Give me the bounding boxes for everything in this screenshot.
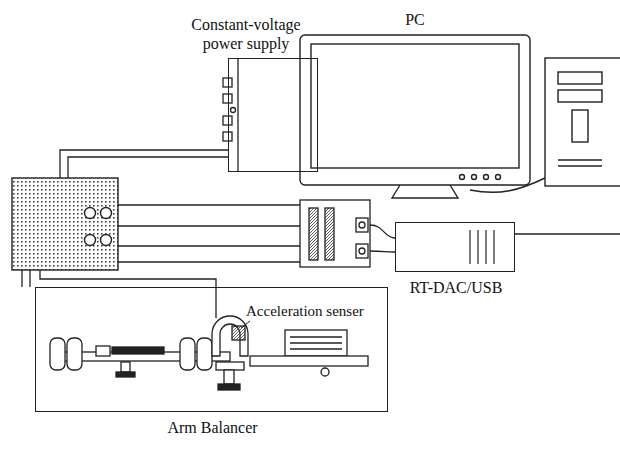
power-supply-detail xyxy=(223,58,238,172)
arm-balancer-mechanism xyxy=(116,372,135,377)
power-supply-box: Constant-voltage power supply xyxy=(228,58,318,172)
terminal-connector xyxy=(300,200,370,267)
pc-tower xyxy=(558,159,602,160)
monitor-drawing xyxy=(470,178,545,192)
leader-line xyxy=(241,321,250,328)
arm-balancer-mechanism xyxy=(285,330,347,356)
terminal-connector xyxy=(370,225,395,238)
daq-detail xyxy=(493,230,494,264)
pc-tower xyxy=(572,110,588,142)
driver-box xyxy=(12,178,118,270)
daq-detail xyxy=(485,230,486,264)
power-supply-detail xyxy=(237,58,238,172)
leader-line xyxy=(241,321,250,328)
pc-tower xyxy=(558,165,602,166)
daq-detail xyxy=(469,230,470,264)
sensor-wire xyxy=(22,270,216,318)
arm-balancer-mechanism xyxy=(290,342,342,343)
monitor-drawing xyxy=(300,35,545,198)
terminal-connector xyxy=(300,200,395,267)
daq-detail xyxy=(515,233,620,234)
monitor-drawing xyxy=(472,175,477,180)
signal-cable xyxy=(118,225,300,226)
pc-tower xyxy=(545,58,620,186)
sensor-wire xyxy=(29,270,30,287)
arm-balancer-mechanism xyxy=(224,370,234,384)
driver-box xyxy=(12,178,118,270)
monitor-drawing xyxy=(484,175,489,180)
monitor-drawing xyxy=(311,44,519,168)
arm-balancer-mechanism xyxy=(290,348,342,349)
part-label: Acceleration senser xyxy=(246,302,364,320)
signal-cable xyxy=(118,204,300,205)
power-supply-detail xyxy=(231,108,236,113)
arm-balancer-mechanism xyxy=(232,326,245,340)
driver-box xyxy=(101,208,112,219)
terminal-connector xyxy=(370,251,395,252)
monitor-drawing xyxy=(300,35,530,185)
signal-cable xyxy=(118,205,300,262)
node-label: PC xyxy=(385,10,445,29)
arm-balancer-mechanism xyxy=(50,338,65,370)
arm-balancer-mechanism xyxy=(67,338,82,370)
pc-tower xyxy=(558,90,602,102)
arm-balancer-mechanism xyxy=(250,356,368,366)
terminal-connector xyxy=(359,222,365,228)
monitor-drawing xyxy=(392,185,458,198)
arm-balancer-mechanism xyxy=(321,368,329,376)
daq-detail xyxy=(470,230,620,264)
sensor-wire xyxy=(21,270,22,287)
node-label: RT-DAC/USB xyxy=(386,278,526,297)
arm-balancer-mechanism xyxy=(218,384,240,390)
power-wire xyxy=(60,150,228,178)
arm-balancer-mechanism xyxy=(121,362,130,372)
pc-tower xyxy=(558,72,602,84)
power-wire xyxy=(60,150,228,178)
monitor-drawing xyxy=(496,175,501,180)
pc-tower xyxy=(545,58,620,186)
signal-cable xyxy=(118,245,300,246)
pc-unit: PC xyxy=(300,35,530,185)
arm-balancer-mechanism xyxy=(50,316,368,390)
arm-balancer-mechanism xyxy=(290,336,342,337)
sensor-wire xyxy=(40,270,216,318)
terminal-connector xyxy=(356,218,368,232)
arm-balancer-mechanism xyxy=(96,346,110,356)
signal-cable xyxy=(118,261,300,262)
terminal-connector xyxy=(359,248,365,254)
arm-balancer-mechanism xyxy=(197,338,212,370)
terminal-connector xyxy=(356,244,368,258)
node-label: Arm Balancer xyxy=(113,418,313,437)
monitor-drawing xyxy=(460,175,465,180)
arm-balancer-mechanism xyxy=(180,338,195,370)
arm-balancer-mechanism xyxy=(212,316,248,356)
terminal-connector xyxy=(325,208,334,260)
terminal-connector xyxy=(309,208,318,260)
power-wire xyxy=(68,157,228,178)
arm-balancer-mechanism xyxy=(216,362,244,370)
driver-box xyxy=(85,208,96,219)
daq-detail xyxy=(477,230,478,264)
node-label: Constant-voltage power supply xyxy=(176,15,316,53)
driver-box xyxy=(85,235,96,246)
daq-box: RT-DAC/USB xyxy=(395,222,515,272)
driver-box xyxy=(101,235,112,246)
arm-balancer-mechanism xyxy=(112,347,164,354)
